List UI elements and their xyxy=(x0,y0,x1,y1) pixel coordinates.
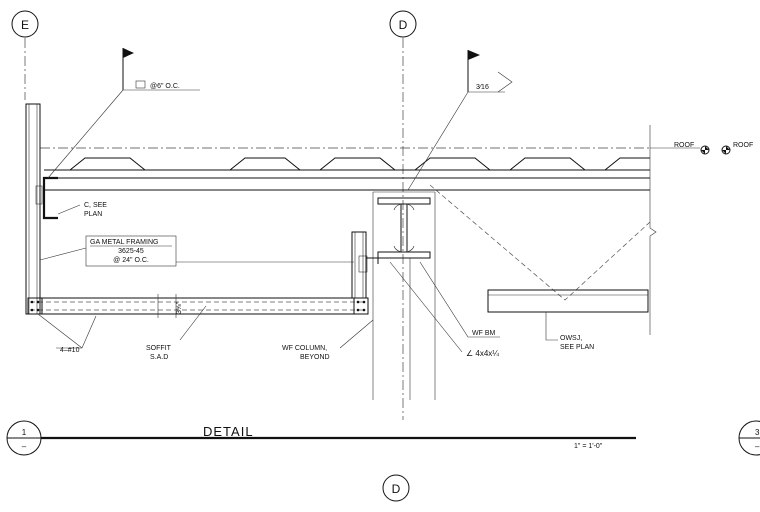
screws-leader-2 xyxy=(37,313,83,349)
detail-number: 1 xyxy=(22,428,27,437)
owsj-leader xyxy=(545,312,558,341)
c-channel xyxy=(42,176,58,220)
wf-column-leader xyxy=(339,319,374,349)
grid-bubble-d-top: D xyxy=(389,10,417,38)
detail-sheet-3: – xyxy=(755,442,760,451)
soffit-framing xyxy=(27,297,369,315)
grid-label-d-bottom: D xyxy=(392,482,401,496)
c-leader xyxy=(57,204,81,215)
grid-bubble-d-bottom: D xyxy=(382,474,410,502)
stud-column xyxy=(25,103,43,315)
roof-label-left: ROOF xyxy=(674,142,694,149)
grid-bubble-e: E xyxy=(11,10,39,38)
roof-marker-right: ROOF xyxy=(721,142,753,155)
wf-bm-leader xyxy=(419,261,500,338)
wf-column-line2: BEYOND xyxy=(300,354,330,361)
owsj xyxy=(429,184,651,313)
detail-title: DETAIL xyxy=(203,424,254,439)
ga-framing-note: GA METAL FRAMING 3625-45 @ 24" O.C. xyxy=(39,235,354,267)
angle-clip xyxy=(366,257,379,264)
wf-column xyxy=(372,191,436,400)
ga-note-line2: 3625-45 xyxy=(118,248,144,255)
grid-label-d-top: D xyxy=(399,18,408,32)
roof-label-right: ROOF xyxy=(733,142,753,149)
soffit-line1: SOFFIT xyxy=(146,345,172,352)
c-note-line2: PLAN xyxy=(84,211,102,218)
angle-leader xyxy=(389,261,463,353)
soffit-leader xyxy=(179,305,207,341)
soffit-line2: S.A.D xyxy=(150,354,168,361)
wf-column-line1: WF COLUMN, xyxy=(282,345,327,352)
hanger-stud xyxy=(351,231,368,299)
weld-size-label: 3⁄16 xyxy=(476,84,489,91)
owsj-line2: SEE PLAN xyxy=(560,344,594,351)
wf-beam xyxy=(377,197,431,259)
weld-flag-left: @6" O.C. xyxy=(47,48,200,179)
owsj-line1: OWSJ, xyxy=(560,335,582,342)
angle-label: ∠ 4x4x¼ xyxy=(466,349,499,358)
detail-scale: 1" = 1'-0" xyxy=(574,443,603,450)
roof-marker-left: ROOF xyxy=(674,142,710,155)
break-line xyxy=(649,125,657,335)
screws-label: 4–#10 xyxy=(60,347,80,354)
weld-spacing-label: @6" O.C. xyxy=(150,83,180,90)
detail-title-block: 1 – DETAIL 1" = 1'-0" xyxy=(6,420,636,456)
ga-note-line3: @ 24" O.C. xyxy=(113,257,149,264)
roof-deck xyxy=(44,157,650,171)
c-note-line1: C, SEE xyxy=(84,202,107,209)
detail-number-3: 3 xyxy=(755,428,760,437)
detail-sheet: – xyxy=(22,442,27,451)
wf-bm-label: WF BM xyxy=(472,330,495,337)
weld-flag-right: 3⁄16 xyxy=(407,50,513,191)
detail-bubble-3: 3 – xyxy=(738,420,760,456)
dim-soffit-label: 3⅝" xyxy=(176,301,183,314)
ga-note-line1: GA METAL FRAMING xyxy=(90,239,158,246)
grid-label-e: E xyxy=(21,18,29,32)
